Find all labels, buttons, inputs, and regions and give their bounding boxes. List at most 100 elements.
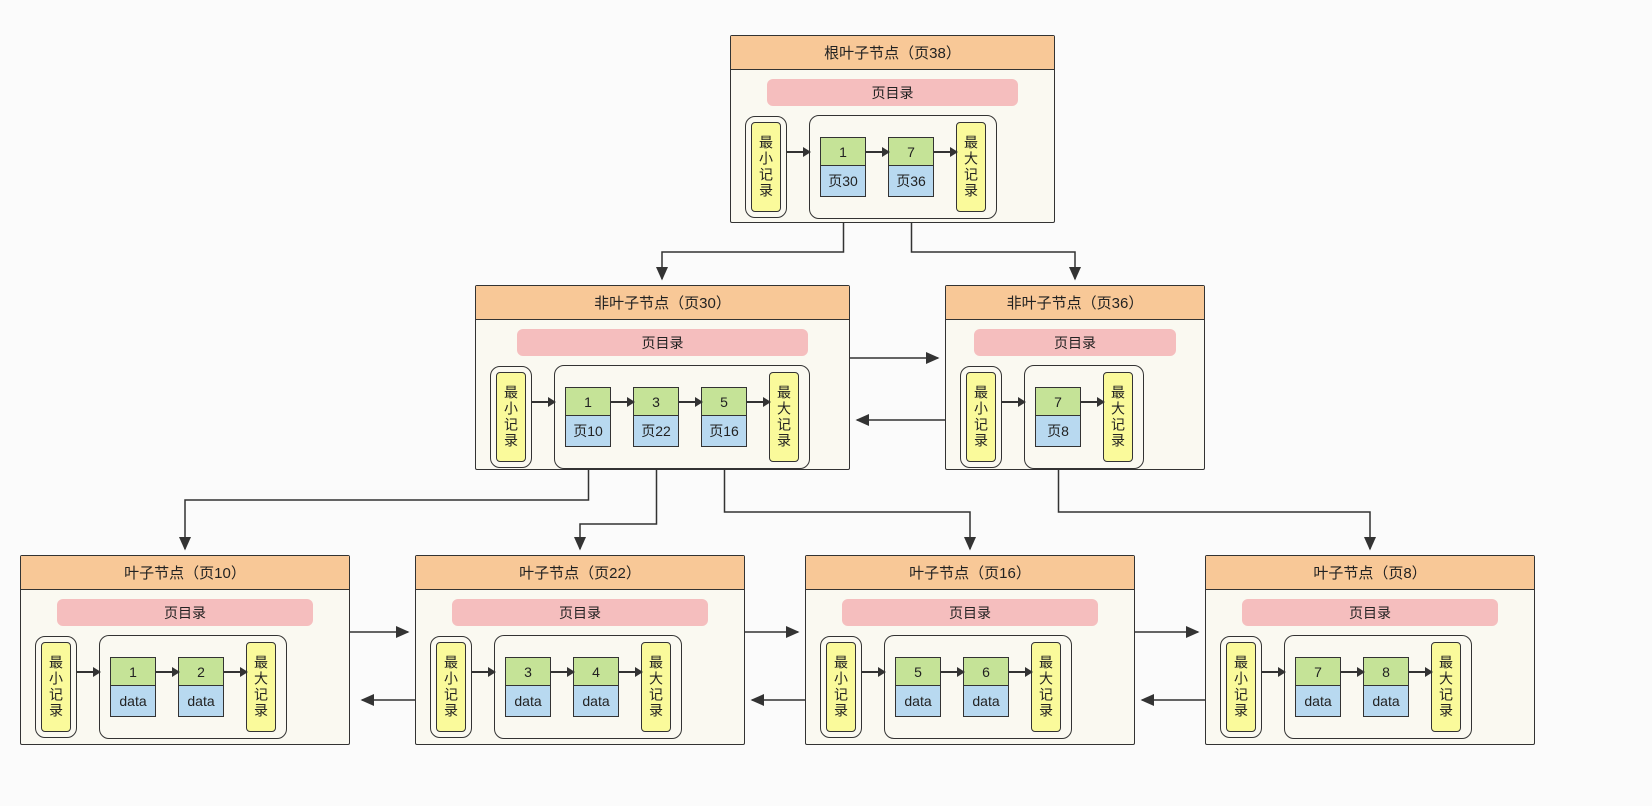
record-group: 1 页10 3 页22 5 页16 最大记录 <box>554 365 810 469</box>
pointer-cell: data <box>573 685 619 718</box>
record-entry: 5 data <box>895 656 941 718</box>
record-group: 7 页8 最大记录 <box>1024 365 1144 469</box>
connector-root-to-page36 <box>910 223 1081 281</box>
page-directory-bar: 页目录 <box>974 329 1176 356</box>
record-entry: 8 data <box>1363 656 1409 718</box>
key-cell: 7 <box>1035 386 1081 417</box>
min-record: 最小记录 <box>1226 642 1256 732</box>
page-directory-bar: 页目录 <box>766 79 1019 106</box>
records-row: 最小记录 1 data 2 data 最大记录 <box>21 635 349 739</box>
max-record: 最大记录 <box>769 372 799 462</box>
arrow-right-icon <box>1262 667 1286 677</box>
min-record-wrap: 最小记录 <box>490 366 532 468</box>
node-title: 叶子节点（页22） <box>416 556 744 590</box>
key-cell: 7 <box>1295 656 1341 687</box>
arrow-right-icon <box>77 667 101 677</box>
key-cell: 1 <box>110 656 156 687</box>
key-cell: 7 <box>888 136 934 167</box>
arrow-right-icon <box>679 397 703 407</box>
arrow-right-icon <box>1081 397 1105 407</box>
arrow-right-icon <box>866 147 890 157</box>
record-group: 5 data 6 data 最大记录 <box>884 635 1072 739</box>
record-entry: 7 页36 <box>888 136 934 198</box>
arrow-right-icon <box>934 147 958 157</box>
arrow-right-icon <box>1002 397 1026 407</box>
record-group: 7 data 8 data 最大记录 <box>1284 635 1472 739</box>
max-record: 最大记录 <box>1031 642 1061 732</box>
connector-page36-to-leaf8 <box>1057 470 1376 551</box>
pointer-cell: data <box>895 685 941 718</box>
max-record: 最大记录 <box>1431 642 1461 732</box>
arrow-right-icon <box>1341 667 1365 677</box>
page-directory-bar: 页目录 <box>1242 599 1498 626</box>
min-record-wrap: 最小记录 <box>820 636 862 738</box>
connector-page30-to-leaf10 <box>179 470 590 551</box>
records-row: 最小记录 1 页30 7 页36 最大记录 <box>731 115 1054 219</box>
arrow-right-icon <box>224 667 248 677</box>
arrow-right-icon <box>156 667 180 677</box>
key-cell: 5 <box>895 656 941 687</box>
record-entry: 5 页16 <box>701 386 747 448</box>
record-entry: 4 data <box>573 656 619 718</box>
node-title: 根叶子节点（页38） <box>731 36 1054 70</box>
arrow-right-icon <box>862 667 886 677</box>
record-group: 1 data 2 data 最大记录 <box>99 635 287 739</box>
min-record: 最小记录 <box>826 642 856 732</box>
pointer-cell: data <box>505 685 551 718</box>
records-row: 最小记录 1 页10 3 页22 5 页16 最大记录 <box>476 365 849 469</box>
arrow-right-icon <box>532 397 556 407</box>
arrow-right-icon <box>619 667 643 677</box>
node-leaf-page10: 叶子节点（页10） 页目录 最小记录 1 data 2 data 最大记录 <box>20 555 350 745</box>
node-title: 叶子节点（页8） <box>1206 556 1534 590</box>
arrow-right-icon <box>1409 667 1433 677</box>
arrow-right-icon <box>611 397 635 407</box>
pointer-cell: 页8 <box>1035 415 1081 448</box>
record-entry: 1 data <box>110 656 156 718</box>
record-entry: 6 data <box>963 656 1009 718</box>
record-entry: 1 页30 <box>820 136 866 198</box>
arrow-right-icon <box>787 147 811 157</box>
key-cell: 1 <box>820 136 866 167</box>
min-record-wrap: 最小记录 <box>745 116 787 218</box>
key-cell: 3 <box>505 656 551 687</box>
node-internal-page30: 非叶子节点（页30） 页目录 最小记录 1 页10 3 页22 5 <box>475 285 850 470</box>
pointer-cell: 页16 <box>701 415 747 448</box>
key-cell: 1 <box>565 386 611 417</box>
record-entry: 1 页10 <box>565 386 611 448</box>
arrow-right-icon <box>472 667 496 677</box>
arrow-right-icon <box>551 667 575 677</box>
min-record: 最小记录 <box>41 642 71 732</box>
arrow-right-icon <box>747 397 771 407</box>
arrow-right-icon <box>1009 667 1033 677</box>
records-row: 最小记录 3 data 4 data 最大记录 <box>416 635 744 739</box>
page-directory-bar: 页目录 <box>452 599 708 626</box>
min-record: 最小记录 <box>751 122 781 212</box>
record-entry: 7 data <box>1295 656 1341 718</box>
key-cell: 5 <box>701 386 747 417</box>
connector-page30-to-leaf22 <box>574 470 658 551</box>
pointer-cell: 页22 <box>633 415 679 448</box>
node-title: 非叶子节点（页30） <box>476 286 849 320</box>
min-record-wrap: 最小记录 <box>35 636 77 738</box>
key-cell: 2 <box>178 656 224 687</box>
arrow-right-icon <box>941 667 965 677</box>
record-entry: 7 页8 <box>1035 386 1081 448</box>
node-leaf-page22: 叶子节点（页22） 页目录 最小记录 3 data 4 data 最大记录 <box>415 555 745 745</box>
records-row: 最小记录 7 页8 最大记录 <box>946 365 1204 469</box>
records-row: 最小记录 5 data 6 data 最大记录 <box>806 635 1134 739</box>
pointer-cell: data <box>1295 685 1341 718</box>
pointer-cell: 页10 <box>565 415 611 448</box>
max-record: 最大记录 <box>1103 372 1133 462</box>
node-leaf-page16: 叶子节点（页16） 页目录 最小记录 5 data 6 data 最大记录 <box>805 555 1135 745</box>
node-title: 叶子节点（页16） <box>806 556 1134 590</box>
page-directory-bar: 页目录 <box>517 329 808 356</box>
record-entry: 3 data <box>505 656 551 718</box>
pointer-cell: 页30 <box>820 165 866 198</box>
connector-page30-to-leaf16 <box>723 470 976 551</box>
records-row: 最小记录 7 data 8 data 最大记录 <box>1206 635 1534 739</box>
record-entry: 2 data <box>178 656 224 718</box>
record-group: 1 页30 7 页36 最大记录 <box>809 115 997 219</box>
node-title: 非叶子节点（页36） <box>946 286 1204 320</box>
pointer-cell: data <box>178 685 224 718</box>
